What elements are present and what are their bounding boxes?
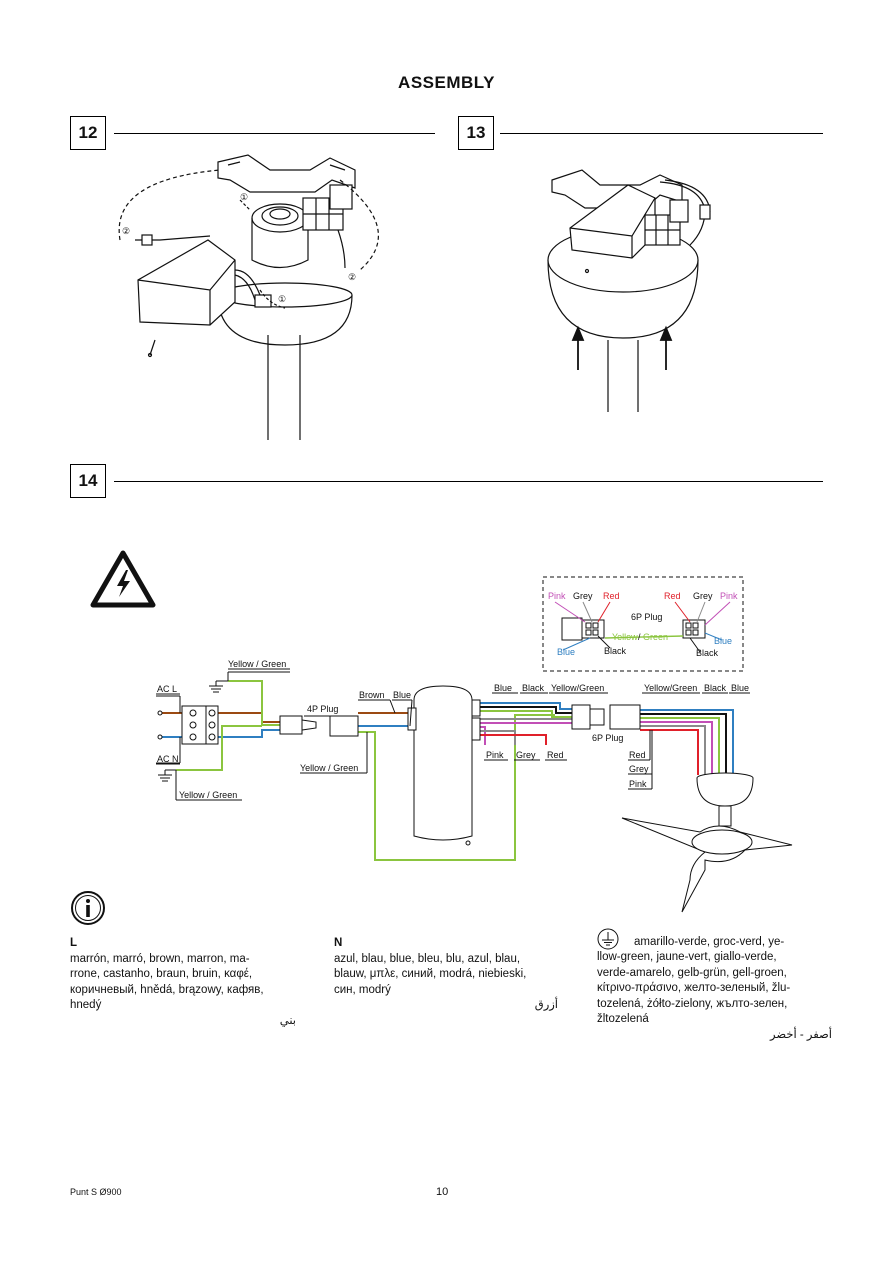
- earth-ground-icon: [597, 928, 619, 950]
- detail-right-grey: Grey: [693, 591, 713, 601]
- label-ctrl-yg: Yellow/Green: [551, 683, 604, 693]
- legend-neutral-line: azul, blau, blue, bleu, blu, azul, blau,: [334, 952, 521, 965]
- plug-detail-box: [542, 576, 744, 672]
- page-title: ASSEMBLY: [398, 73, 495, 92]
- label-ctrl-blue: Blue: [494, 683, 512, 693]
- legend-live-line: hnedý: [70, 999, 102, 1011]
- label-fan-red: Red: [629, 750, 646, 760]
- label-fan-yg: Yellow/Green: [644, 683, 697, 693]
- label-fan-black: Black: [704, 683, 727, 693]
- legend-live-arabic: بني: [279, 1014, 296, 1027]
- label-fan-blue: Blue: [731, 683, 749, 693]
- detail-left-grey: Grey: [573, 591, 593, 601]
- label-ac-n: AC N: [157, 754, 179, 764]
- legend-earth-arabic: أصفر - أخضر: [770, 1028, 832, 1041]
- label-fan-pink: Pink: [629, 779, 647, 789]
- legend-earth-line: verde-amarelo, gelb-grün, gell-groen,: [597, 966, 787, 979]
- step-12-illustration: ① ② ② ①: [118, 154, 380, 440]
- legend-live-line: marrón, marró, brown, marron, ma-: [70, 952, 250, 965]
- detail-right-black: Black: [696, 648, 719, 658]
- detail-left-blue: Blue: [557, 647, 575, 657]
- label-ac-l: AC L: [157, 684, 177, 694]
- legend-earth-line: llow-green, jaune-vert, giallo-verde,: [597, 951, 777, 963]
- step-12-badge: 12: [70, 116, 106, 150]
- detail-slash: /: [638, 632, 641, 642]
- legend-earth-line: κίτρινο-πράσινο, желто-зеленый, žlu-: [597, 982, 791, 994]
- legend-earth-line: žltozelená: [597, 1013, 649, 1025]
- legend-neutral: N azul, blau, blue, bleu, blu, azul, bla…: [334, 936, 564, 1014]
- legend-live-line: rrone, castanho, braun, bruin, καφέ,: [70, 968, 253, 980]
- marker-2-left: ②: [122, 226, 130, 236]
- legend-earth-first: amarillo-verde, groc-verd, ye-: [634, 935, 785, 948]
- label-ctrl-black: Black: [522, 683, 545, 693]
- wiring-diagram: Pink Grey Red Blue Black 6P Plug Yellow …: [156, 576, 793, 913]
- step-13-rule: [500, 133, 823, 134]
- legend-neutral-line: син, modrý: [334, 983, 391, 996]
- legend-live-heading: L: [70, 937, 78, 949]
- legend-neutral-line: blauw, μπλε, синий, modrá, niebieski,: [334, 968, 527, 980]
- legend-earth-line: tozelená, żółto-zielony, жълто-зелен,: [597, 997, 788, 1010]
- detail-yellow: Yellow: [612, 632, 638, 642]
- legend-live-line: коричневый, hnědá, brązowy, кафяв,: [70, 983, 264, 996]
- label-yg-mid: Yellow / Green: [300, 763, 358, 773]
- step-14-rule: [114, 481, 823, 482]
- label-ctrl-red: Red: [547, 750, 564, 760]
- label-ctrl-pink: Pink: [486, 750, 504, 760]
- label-yg-bottom: Yellow / Green: [179, 790, 237, 800]
- label-blue: Blue: [393, 690, 411, 700]
- step-14-badge: 14: [70, 464, 106, 498]
- detail-left-red: Red: [603, 591, 620, 601]
- step-12-rule: [114, 133, 435, 134]
- legend-earth: amarillo-verde, groc-verd, ye- llow-gree…: [597, 928, 832, 1043]
- detail-right-red: Red: [664, 591, 681, 601]
- legend-neutral-arabic: أزرق: [534, 999, 558, 1011]
- detail-right-pink: Pink: [720, 591, 738, 601]
- detail-green: Green: [643, 632, 668, 642]
- info-icon: [71, 891, 105, 925]
- detail-plug-label: 6P Plug: [631, 612, 662, 622]
- legend-live: L marrón, marró, brown, marron, ma- rron…: [70, 936, 310, 1029]
- footer-model: Punt S Ø900: [70, 1187, 122, 1197]
- step-13-illustration: [547, 169, 711, 412]
- detail-left-pink: Pink: [548, 591, 566, 601]
- step-13-badge: 13: [458, 116, 494, 150]
- label-ctrl-grey: Grey: [516, 750, 536, 760]
- label-6p-plug: 6P Plug: [592, 733, 623, 743]
- detail-right-blue: Blue: [714, 636, 732, 646]
- label-yg-top: Yellow / Green: [228, 659, 286, 669]
- marker-2-right: ②: [348, 272, 356, 282]
- marker-1-top: ①: [240, 192, 248, 202]
- page-number: 10: [436, 1186, 449, 1198]
- electrical-warning-icon: [90, 550, 156, 608]
- legend-neutral-heading: N: [334, 937, 343, 949]
- marker-1-bottom: ①: [278, 294, 286, 304]
- label-fan-grey: Grey: [629, 764, 649, 774]
- detail-left-black: Black: [604, 646, 627, 656]
- label-4p-plug: 4P Plug: [307, 704, 338, 714]
- label-brown: Brown: [359, 690, 385, 700]
